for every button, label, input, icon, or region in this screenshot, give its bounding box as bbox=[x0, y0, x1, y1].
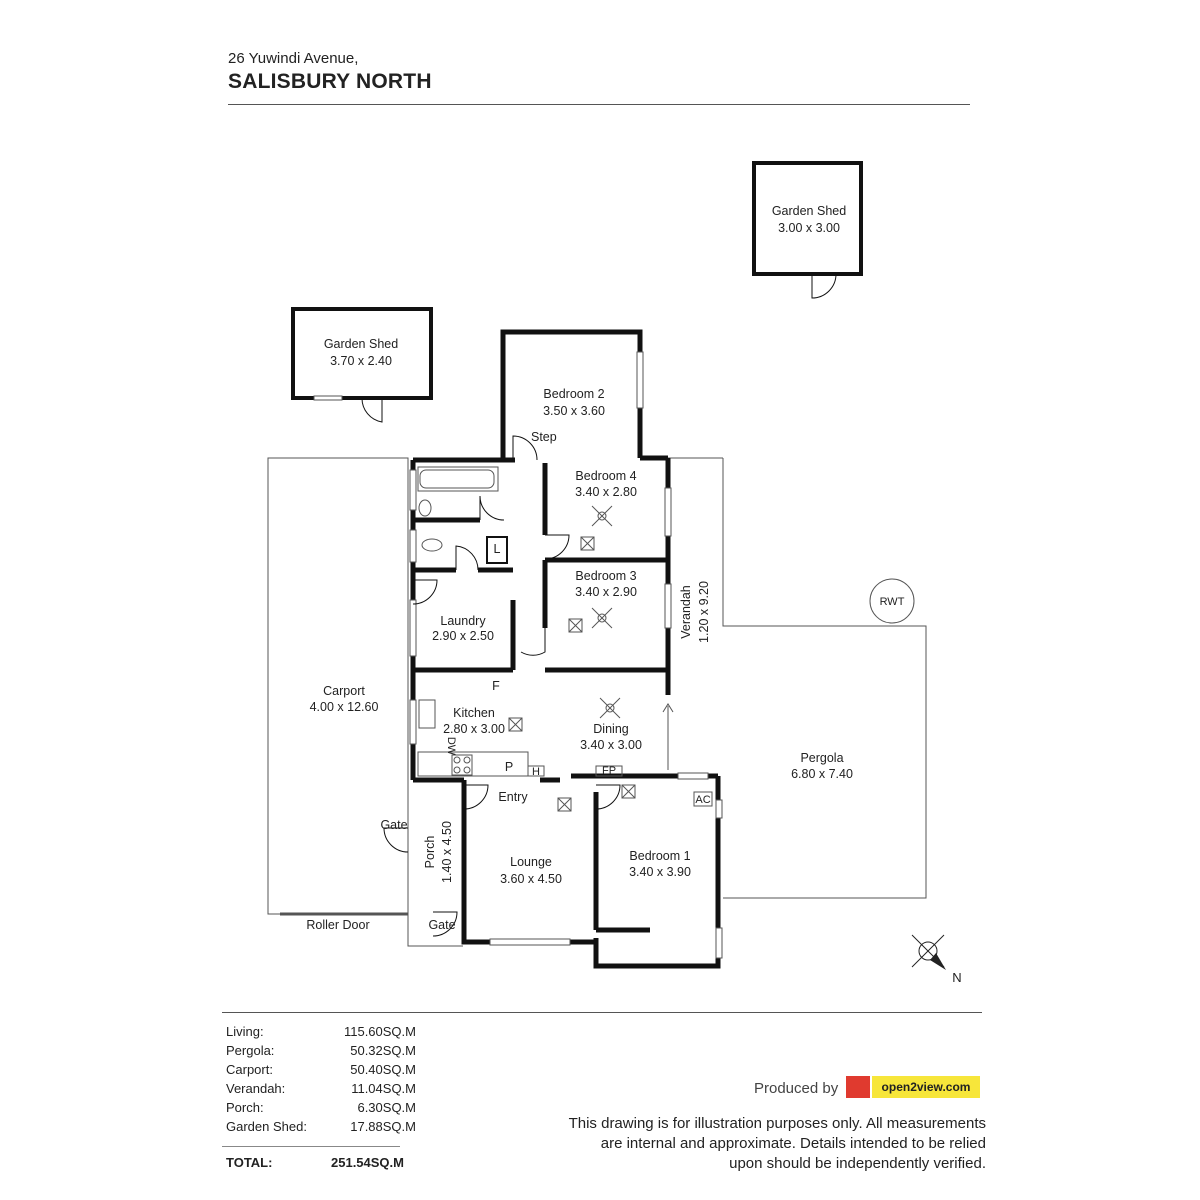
verandah-name: Verandah bbox=[679, 585, 693, 639]
rwt-label: RWT bbox=[880, 596, 905, 608]
logo-wordmark: open2view.com bbox=[872, 1076, 980, 1098]
lounge-dims: 3.60 x 4.50 bbox=[500, 872, 562, 886]
total-divider bbox=[222, 1146, 400, 1147]
disclaimer-line: upon should be independently verified. bbox=[729, 1155, 986, 1172]
footer-divider bbox=[222, 1012, 982, 1013]
bedroom4-name: Bedroom 4 bbox=[575, 469, 636, 483]
linen-label: L bbox=[494, 542, 501, 556]
gate-left-label: Gate bbox=[380, 818, 407, 832]
shed-door-swing bbox=[811, 273, 837, 299]
area-row: Carport:50.40SQ.M bbox=[226, 1062, 416, 1077]
open2view-logo: open2view.com bbox=[846, 1076, 980, 1098]
entry-label: Entry bbox=[498, 790, 528, 804]
bath-icon bbox=[417, 466, 499, 492]
shed-window bbox=[313, 395, 343, 401]
door-swings bbox=[383, 435, 621, 937]
laundry-name: Laundry bbox=[440, 614, 486, 628]
disclaimer: This drawing is for illustration purpose… bbox=[540, 1114, 986, 1174]
fireplace-label: FP bbox=[602, 765, 616, 777]
roller-door-label: Roller Door bbox=[306, 918, 369, 932]
suburb-title: SALISBURY NORTH bbox=[228, 70, 432, 93]
house-logo-icon bbox=[846, 1076, 870, 1098]
bedroom1-name: Bedroom 1 bbox=[629, 849, 690, 863]
disclaimer-line: are internal and approximate. Details in… bbox=[600, 1135, 986, 1152]
shed-west-dims: 3.70 x 2.40 bbox=[330, 354, 392, 368]
produced-by-label: Produced by bbox=[754, 1080, 839, 1097]
bedroom2-name: Bedroom 2 bbox=[543, 387, 604, 401]
header-divider bbox=[228, 104, 970, 105]
linen-cupboard bbox=[486, 536, 508, 564]
verandah-dims: 1.20 x 9.20 bbox=[697, 581, 711, 643]
porch-dims: 1.40 x 4.50 bbox=[440, 821, 454, 883]
kitchen-bench bbox=[417, 751, 529, 777]
shed-west-name: Garden Shed bbox=[324, 337, 398, 351]
aircon-label: AC bbox=[695, 794, 710, 806]
windows bbox=[409, 351, 723, 959]
bedroom2-dims: 3.50 x 3.60 bbox=[543, 404, 605, 418]
step-label: Step bbox=[531, 430, 557, 444]
stove-icon bbox=[451, 754, 473, 776]
total-label: TOTAL: bbox=[226, 1155, 273, 1170]
dining-name: Dining bbox=[593, 722, 628, 736]
light-fitting-icon bbox=[508, 536, 636, 812]
pantry-label: P bbox=[505, 760, 513, 774]
fireplace bbox=[595, 765, 623, 777]
rainwater-tank bbox=[869, 578, 915, 624]
kitchen-name: Kitchen bbox=[453, 706, 495, 720]
porch-name: Porch bbox=[423, 836, 437, 869]
area-row: Living:115.60SQ.M bbox=[226, 1024, 416, 1039]
dishwasher-label: DW bbox=[445, 737, 457, 756]
sink-icon bbox=[418, 499, 432, 517]
dining-dims: 3.40 x 3.00 bbox=[580, 738, 642, 752]
carport-name: Carport bbox=[323, 684, 365, 698]
pergola-dims: 6.80 x 7.40 bbox=[791, 767, 853, 781]
hotwater-unit bbox=[527, 765, 545, 777]
area-row: Pergola:50.32SQ.M bbox=[226, 1043, 416, 1058]
area-row: Verandah:11.04SQ.M bbox=[226, 1081, 416, 1096]
total-value: 251.54SQ.M bbox=[331, 1155, 404, 1170]
toilet-icon bbox=[421, 538, 443, 552]
area-row: Garden Shed:17.88SQ.M bbox=[226, 1119, 416, 1134]
aircon-unit bbox=[693, 791, 713, 807]
ceiling-fan-icon bbox=[591, 505, 621, 719]
bedroom4-dims: 3.40 x 2.80 bbox=[575, 485, 637, 499]
bedroom3-name: Bedroom 3 bbox=[575, 569, 636, 583]
area-row: Porch:6.30SQ.M bbox=[226, 1100, 416, 1115]
carport-dims: 4.00 x 12.60 bbox=[310, 700, 379, 714]
lounge-name: Lounge bbox=[510, 855, 552, 869]
gate-bottom-label: Gate bbox=[428, 918, 455, 932]
shed-east-dims: 3.00 x 3.00 bbox=[778, 221, 840, 235]
bedroom1-dims: 3.40 x 3.90 bbox=[629, 865, 691, 879]
verandah-arrow bbox=[662, 703, 674, 713]
street-address: 26 Yuwindi Avenue, bbox=[228, 50, 359, 67]
porch-outline bbox=[407, 772, 463, 947]
fridge-label: F bbox=[492, 679, 500, 693]
area-summary-table: Living:115.60SQ.M Pergola:50.32SQ.M Carp… bbox=[226, 1022, 416, 1136]
bedroom3-dims: 3.40 x 2.90 bbox=[575, 585, 637, 599]
laundry-dims: 2.90 x 2.50 bbox=[432, 629, 494, 643]
kitchen-sink bbox=[418, 699, 436, 729]
kitchen-dims: 2.80 x 3.00 bbox=[443, 722, 505, 736]
garden-shed-east-walls bbox=[752, 161, 863, 276]
floor-plan: Garden Shed 3.00 x 3.00 Garden Shed 3.70… bbox=[267, 161, 962, 985]
bath-inner bbox=[419, 469, 495, 489]
north-label: N bbox=[952, 970, 961, 985]
pergola-outline bbox=[722, 458, 927, 899]
disclaimer-line: This drawing is for illustration purpose… bbox=[568, 1115, 986, 1132]
north-arrow-icon bbox=[911, 934, 946, 970]
shed-east-name: Garden Shed bbox=[772, 204, 846, 218]
pergola-name: Pergola bbox=[800, 751, 843, 765]
shed-door-swing-2 bbox=[361, 397, 383, 423]
hotwater-label: H bbox=[532, 766, 540, 778]
